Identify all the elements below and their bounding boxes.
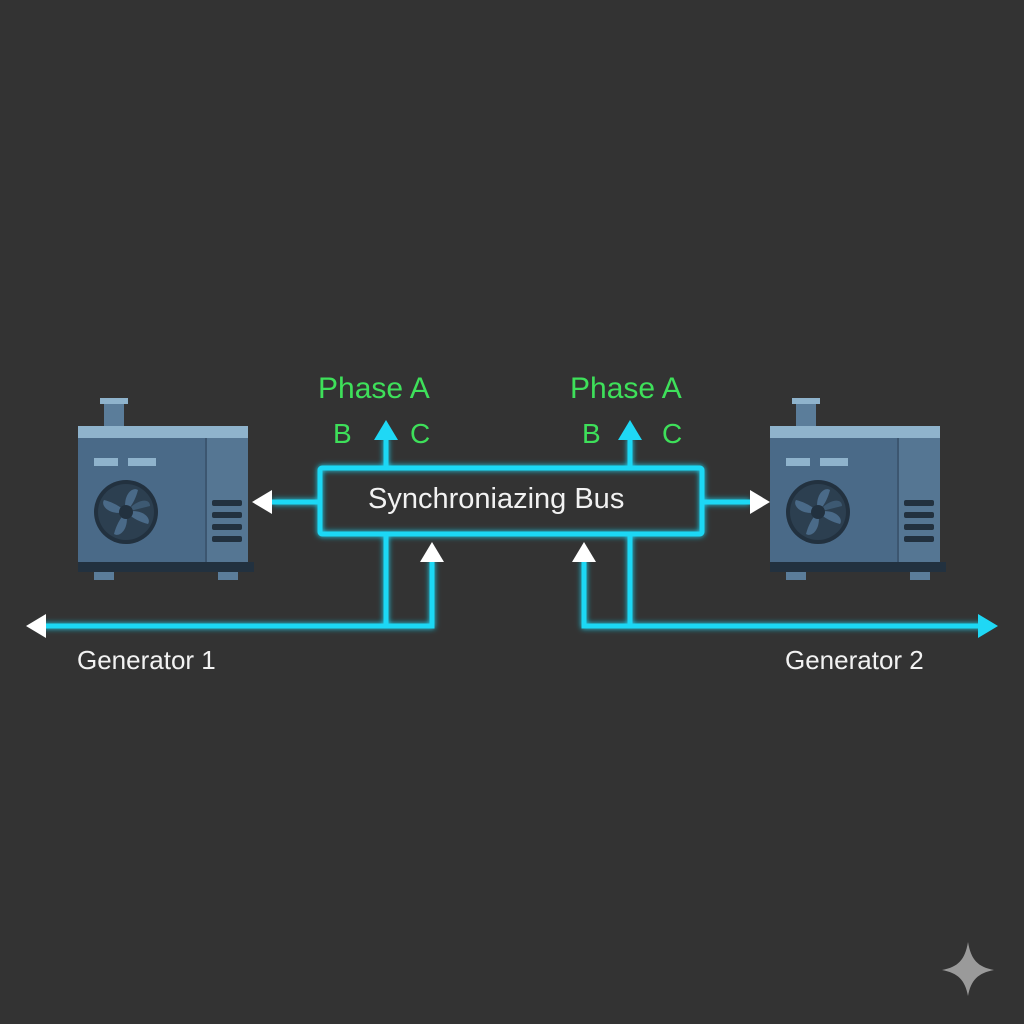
- phase-right-title: Phase A: [570, 372, 682, 405]
- arrow-far-left: [26, 614, 46, 638]
- generator-2-return-line: [581, 560, 630, 629]
- phase-left-b-label: B: [333, 418, 352, 449]
- arrowheads: [26, 420, 998, 638]
- phase-left-up-arrow: [374, 420, 398, 440]
- phase-left-c-label: C: [410, 418, 431, 449]
- bus-wiring: [40, 438, 986, 629]
- arrow-left-to-generator-1: [252, 490, 272, 514]
- synchronizing-bus-label: Synchroniazing Bus: [368, 483, 625, 515]
- generator-1-icon: [77, 397, 255, 581]
- phase-right-up-arrow: [618, 420, 642, 440]
- phase-right-b-label: B: [582, 418, 601, 449]
- sparkle-icon: [942, 942, 994, 996]
- generator-1-label: Generator 1: [77, 645, 216, 675]
- arrow-far-right: [978, 614, 998, 638]
- phase-right-c-label: C: [662, 418, 683, 449]
- generator-1-return-line: [386, 560, 435, 629]
- generator-2-label: Generator 2: [785, 645, 924, 675]
- arrow-right-to-generator-2: [750, 490, 770, 514]
- arrow-up-into-bus-right: [572, 542, 596, 562]
- arrow-up-into-bus-left: [420, 542, 444, 562]
- phase-left-title: Phase A: [318, 372, 430, 405]
- generator-2-icon: [769, 397, 947, 581]
